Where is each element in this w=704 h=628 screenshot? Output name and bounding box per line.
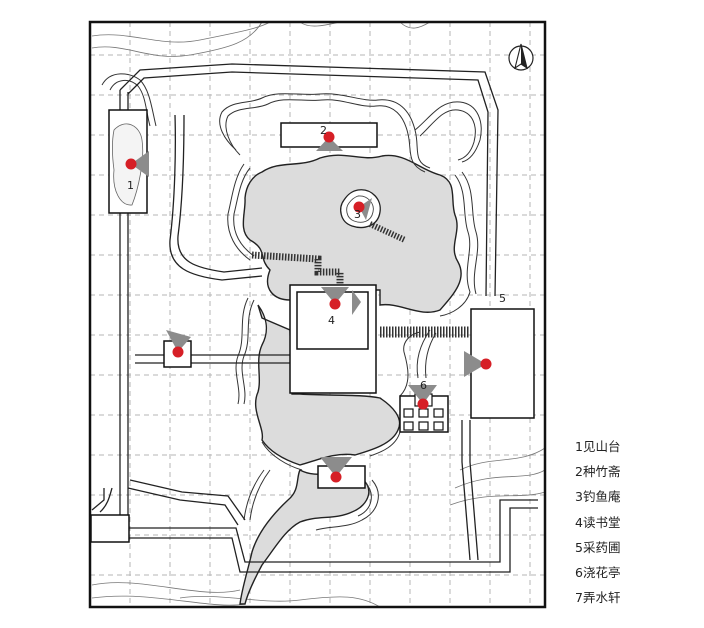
legend-item-3: 3钓鱼庵 <box>575 489 621 505</box>
site-label-3: 3 <box>354 208 361 221</box>
site-label-1: 1 <box>127 179 134 192</box>
legend-item-1: 1见山台 <box>575 439 621 454</box>
shorelines <box>101 73 482 531</box>
pond-mid <box>254 304 401 466</box>
legend: 1见山台 2种竹斋 3钓鱼庵 4读书堂 5采药圃 6浇花亭 7弄水轩 <box>575 434 695 610</box>
legend-item-6: 6浇花亭 <box>575 564 621 580</box>
location-marker-icon <box>125 131 492 483</box>
site-label-2: 2 <box>320 124 327 137</box>
island-bridge <box>368 221 407 243</box>
legend-item-5: 5采药圃 <box>575 539 621 555</box>
legend-item-2: 2种竹斋 <box>575 464 621 480</box>
legend-item-4: 4读书堂 <box>575 514 621 530</box>
site-label-4: 4 <box>328 314 335 327</box>
pond-lower <box>239 469 370 605</box>
zigzag-bridge <box>251 251 344 292</box>
site-label-6: 6 <box>420 379 427 392</box>
pond-upper <box>242 154 462 313</box>
view-direction-icon <box>131 137 486 477</box>
terrain-contours <box>91 21 546 608</box>
north-letter: N <box>517 39 518 40</box>
site-label-5: 5 <box>499 292 506 305</box>
legend-item-7: 7弄水轩 <box>575 590 621 606</box>
north-arrow-icon: N <box>508 39 534 71</box>
outer-boundary <box>88 20 547 609</box>
corner-building <box>90 514 130 543</box>
island-inner <box>346 195 374 223</box>
